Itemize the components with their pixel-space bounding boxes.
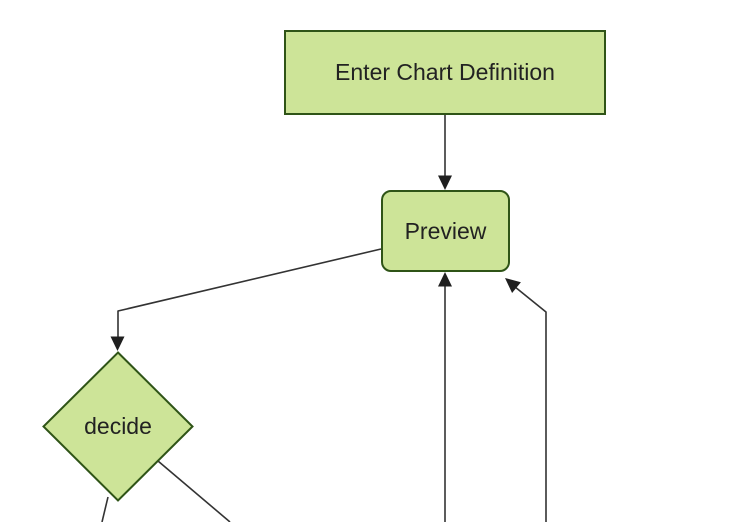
arrowhead-bottom-to-preview <box>438 272 452 287</box>
edge-preview-to-decide <box>117 248 382 339</box>
node-enter-chart-definition-label: Enter Chart Definition <box>335 59 555 85</box>
arrowhead-bottom-right-to-preview <box>505 278 521 293</box>
node-decide: decide <box>42 351 194 502</box>
node-preview-label: Preview <box>404 217 487 244</box>
arrowhead-enter-to-preview <box>438 175 452 190</box>
diamond-shape <box>42 351 194 502</box>
node-decide-label: decide <box>84 413 152 439</box>
arrowhead-preview-to-decide <box>110 336 125 351</box>
diamond-shape-svg <box>42 351 194 502</box>
edge-bottom-right-to-preview <box>511 283 547 522</box>
node-preview: Preview <box>381 190 510 272</box>
node-enter-chart-definition: Enter Chart Definition <box>284 30 606 115</box>
edge-decide-branch-right <box>157 460 231 522</box>
edge-decide-branch-left <box>101 496 109 522</box>
